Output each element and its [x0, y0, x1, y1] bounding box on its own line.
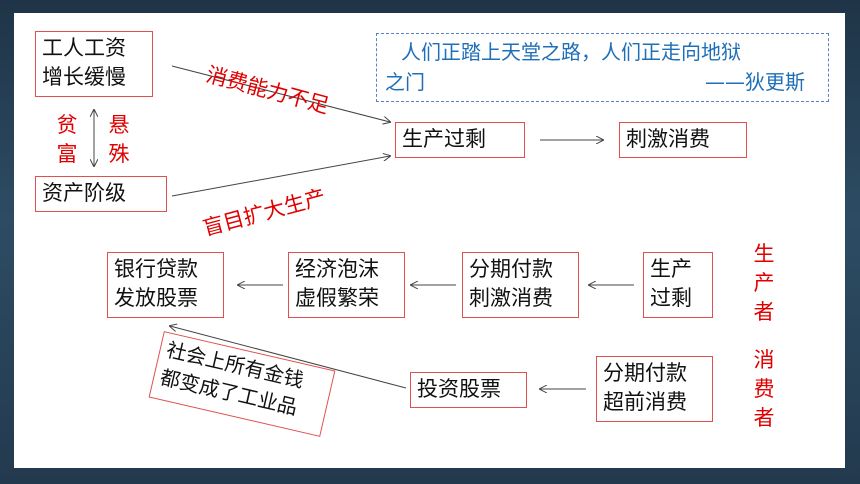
wage-growth-slow-box: 工人工资 增长缓慢 [35, 31, 153, 97]
wealth-char: 悬 [108, 113, 130, 137]
consumer-char: 费 [753, 377, 775, 401]
bank-line-1: 银行贷款 [114, 257, 198, 281]
consumer-label: 消 费 者 [752, 346, 776, 433]
advance-line-2: 超前消费 [603, 390, 687, 414]
arrow-stocks-to-bank [170, 326, 407, 389]
producer-char: 产 [753, 271, 775, 295]
installment-line-2: 刺激消费 [469, 286, 553, 310]
wealth-char: 贫 [56, 113, 78, 137]
advance-line-1: 分期付款 [603, 361, 687, 385]
overproduction-line-1: 生产 [650, 257, 692, 281]
consumer-char: 者 [753, 406, 775, 430]
bank-line-2: 发放股票 [114, 286, 198, 310]
overproduction-box: 生产过剩 [395, 122, 525, 158]
quote-line-2: 之门 [385, 70, 425, 94]
wage-box-line-2: 增长缓慢 [42, 65, 126, 89]
installment-advance-box: 分期付款 超前消费 [596, 356, 713, 422]
producer-label: 生 产 者 [752, 240, 776, 327]
bank-loans-box: 银行贷款 发放股票 [107, 252, 224, 318]
dickens-quote-box: 人们正踏上天堂之路，人们正走向地狱 之门 ——狄更斯 [376, 33, 829, 102]
wealth-gap-right-label: 悬 殊 [107, 111, 131, 169]
consumer-char: 消 [753, 348, 775, 372]
overproduction-line-2: 过剩 [650, 286, 692, 310]
installment-line-1: 分期付款 [469, 257, 553, 281]
economic-bubble-box: 经济泡沫 虚假繁荣 [288, 252, 405, 318]
wage-box-line-1: 工人工资 [42, 36, 126, 60]
wealth-gap-left-label: 贫 富 [55, 111, 79, 169]
wealth-char: 殊 [108, 142, 130, 166]
bubble-line-2: 虚假繁荣 [295, 286, 379, 310]
arrow-class-to-overproduction [171, 156, 390, 197]
installment-stimulate-box: 分期付款 刺激消费 [462, 252, 579, 318]
stimulate-consumption-box: 刺激消费 [619, 122, 747, 158]
quote-line-1: 人们正踏上天堂之路，人们正走向地狱 [401, 40, 741, 64]
quote-attribution: ——狄更斯 [705, 70, 805, 94]
wealth-char: 富 [56, 142, 78, 166]
producer-char: 者 [753, 300, 775, 324]
overproduction-cycle-box: 生产 过剩 [643, 252, 713, 318]
arrow-wage-to-overproduction [171, 65, 390, 122]
capitalist-class-box: 资产阶级 [35, 176, 167, 212]
invest-stocks-box: 投资股票 [410, 372, 527, 408]
bubble-line-1: 经济泡沫 [295, 257, 379, 281]
producer-char: 生 [753, 242, 775, 266]
